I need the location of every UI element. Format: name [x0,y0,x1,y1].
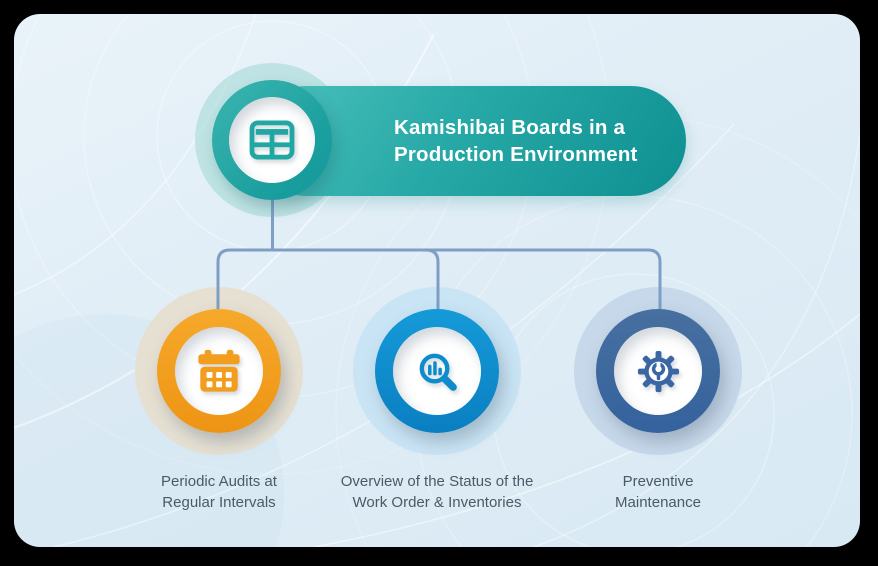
node-label-line2: Maintenance [615,494,701,511]
magnifier-bar-chart-icon [419,353,457,391]
infographic-panel: Kamishibai Boards in a Production Enviro… [14,14,860,547]
calendar-icon [198,349,240,392]
node-inner-circle-periodic-audits [175,327,263,415]
node-inner-circle-work-order-status [393,327,481,415]
node-circle-periodic-audits [157,309,281,433]
node-label-line1: Periodic Audits at [161,473,277,490]
node-label-line2: Regular Intervals [162,494,276,511]
header-icon-inner-circle [229,97,315,183]
node-circle-work-order-status [375,309,499,433]
node-inner-circle-preventive-maintenance [614,327,702,415]
gear-wrench-icon [637,350,679,392]
node-label-periodic-audits: Periodic Audits at Regular Intervals [89,471,349,513]
node-label-line1: Preventive [622,473,694,490]
node-label-preventive-maintenance: Preventive Maintenance [528,471,788,513]
page-title-line2: Production Environment [394,143,638,166]
node-circle-preventive-maintenance [596,309,720,433]
node-label-line1: Overview of the Status of the [340,473,534,490]
page-title-line1: Kamishibai Boards in a [394,116,626,139]
node-label-line2: Work Order & Inventories [352,494,522,511]
header-icon-circle [212,80,332,200]
kamishibai-board-icon [249,120,295,160]
